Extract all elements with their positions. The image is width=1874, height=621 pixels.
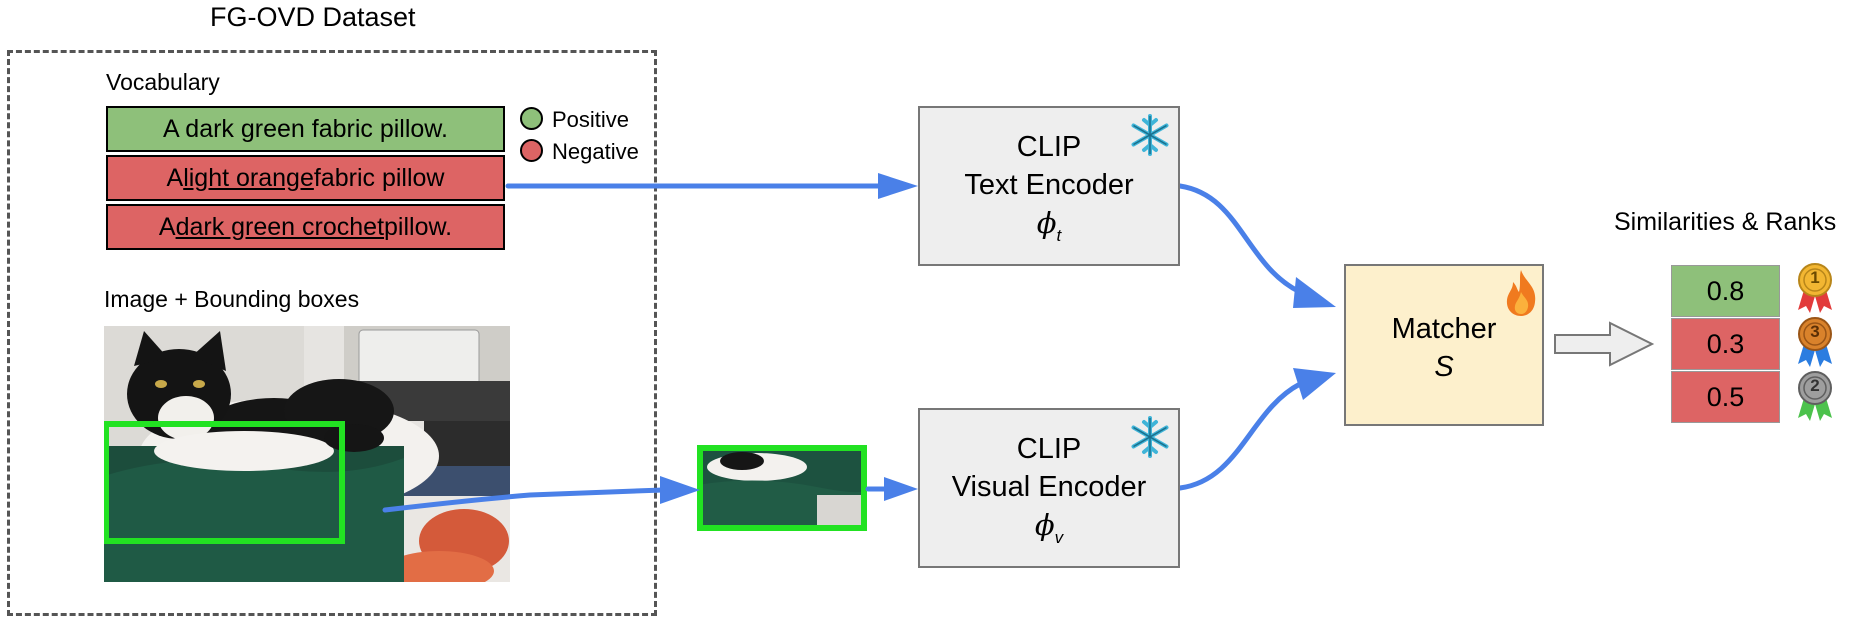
matcher-label: Matcher bbox=[1391, 313, 1497, 345]
text-encoder-line1: CLIP bbox=[1016, 131, 1082, 163]
visual-encoder-symbol-row: ϕv bbox=[920, 506, 1178, 557]
medal-icon: 3 bbox=[1794, 316, 1836, 368]
snowflake-icon bbox=[1128, 113, 1172, 162]
phi-symbol: ϕ bbox=[1036, 206, 1057, 240]
medal-icon: 2 bbox=[1794, 370, 1836, 422]
phi-subscript: v bbox=[1054, 528, 1064, 547]
vocab-text-end: pillow. bbox=[384, 212, 453, 241]
vocab-text-end: fabric pillow bbox=[313, 163, 445, 192]
matcher-symbol: S bbox=[1434, 351, 1454, 383]
vocabulary-item-positive: A dark green fabric pillow. bbox=[106, 106, 505, 152]
score-cell: 0.8 bbox=[1671, 265, 1780, 317]
visual-encoder-line2: Visual Encoder bbox=[951, 471, 1147, 503]
vocabulary-item-negative-1: A light orange fabric pillow bbox=[106, 155, 505, 201]
image-label: Image + Bounding boxes bbox=[104, 286, 360, 312]
visual-encoder-line1: CLIP bbox=[1016, 433, 1082, 465]
vocab-text: A dark green fabric pillow. bbox=[163, 114, 448, 143]
vocab-text: A bbox=[158, 212, 176, 241]
medal-rank: 3 bbox=[1810, 322, 1820, 341]
vocab-underlined: dark green crochet bbox=[175, 212, 385, 241]
medal-icon: 1 bbox=[1794, 262, 1836, 314]
vocabulary-label: Vocabulary bbox=[106, 69, 220, 95]
phi-symbol: ϕ bbox=[1034, 508, 1055, 542]
text-encoder-symbol-row: ϕt bbox=[920, 204, 1178, 255]
medal-rank: 1 bbox=[1810, 268, 1820, 287]
medal-rank: 2 bbox=[1810, 376, 1820, 395]
legend-negative-dot bbox=[520, 139, 543, 162]
dataset-panel bbox=[7, 50, 657, 616]
cropped-region bbox=[697, 445, 869, 531]
snowflake-icon bbox=[1128, 415, 1172, 464]
clip-text-encoder: CLIP Text Encoder ϕt bbox=[918, 106, 1180, 266]
results-title: Similarities & Ranks bbox=[1614, 208, 1837, 236]
score-cell: 0.5 bbox=[1671, 371, 1780, 423]
clip-visual-encoder: CLIP Visual Encoder ϕv bbox=[918, 408, 1180, 568]
text-encoder-line2: Text Encoder bbox=[964, 169, 1134, 201]
flame-icon bbox=[1501, 268, 1541, 323]
cat-image bbox=[104, 326, 510, 582]
score-cell: 0.3 bbox=[1671, 318, 1780, 370]
legend-positive-dot bbox=[520, 107, 543, 130]
legend-negative-label: Negative bbox=[552, 139, 639, 164]
vocab-underlined: light orange bbox=[183, 163, 314, 192]
legend-positive-label: Positive bbox=[552, 107, 630, 132]
dataset-title: FG-OVD Dataset bbox=[210, 2, 416, 32]
vocab-text: A bbox=[166, 163, 184, 192]
vocabulary-item-negative-2: A dark green crochet pillow. bbox=[106, 204, 505, 250]
phi-subscript: t bbox=[1056, 226, 1062, 245]
